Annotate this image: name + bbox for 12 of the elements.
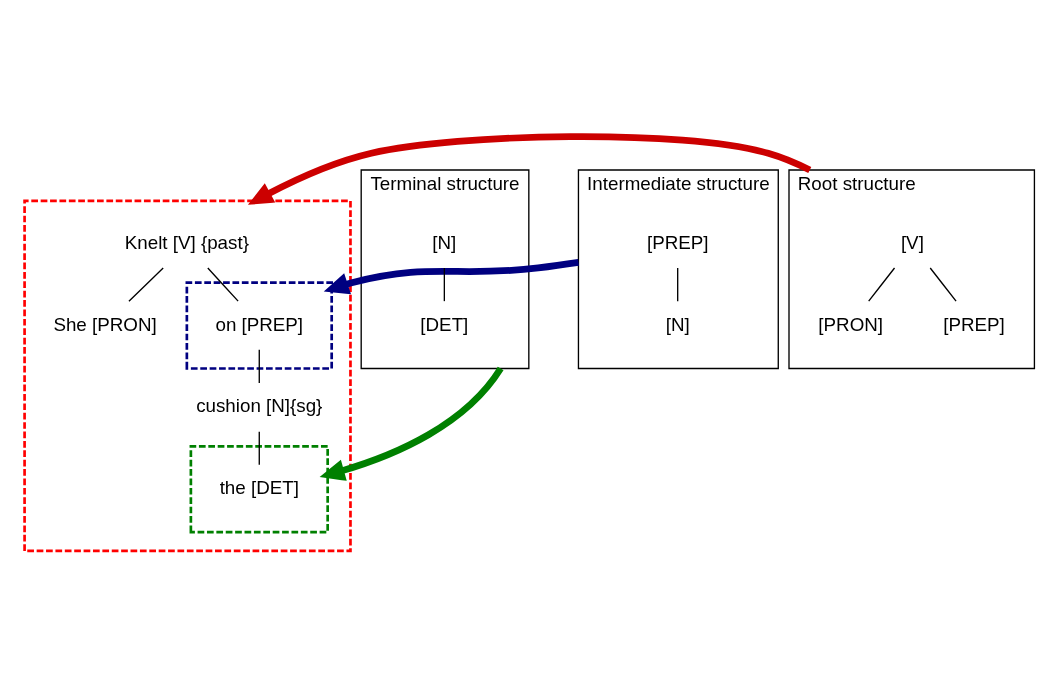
- node-text: the [DET]: [219, 476, 299, 498]
- node-text: [N]: [432, 231, 457, 253]
- node-text: [DET]: [420, 313, 469, 335]
- node-text: [PREP]: [646, 231, 709, 253]
- node-text: on [PREP]: [215, 313, 304, 335]
- node-text: [PREP]: [943, 313, 1005, 335]
- node-text: [PRON]: [818, 313, 884, 335]
- node-text: [N]: [665, 313, 690, 335]
- node-text: She [PRON]: [53, 313, 157, 335]
- node-text: [V]: [900, 231, 924, 253]
- node-text: Knelt [V] {past}: [124, 231, 249, 253]
- node-text: cushion [N]{sg}: [196, 394, 323, 416]
